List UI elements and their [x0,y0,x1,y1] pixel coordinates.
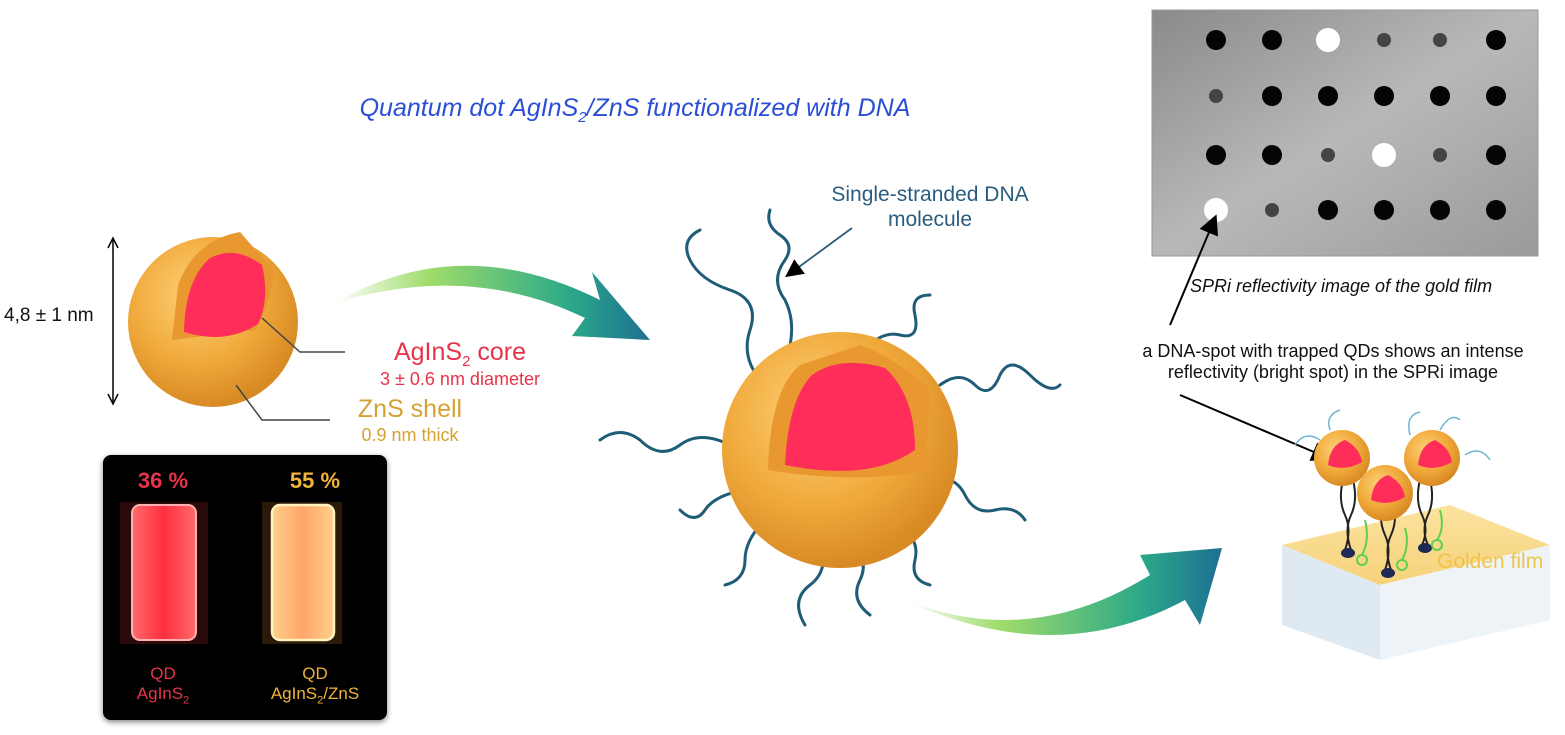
spri-spot [1486,30,1506,50]
dna-label-line2: molecule [887,208,973,231]
spri-spot [1372,143,1396,167]
gold-film-illustration [1282,409,1550,660]
film-label: Golden film [1437,550,1544,573]
spri-spot [1486,86,1506,106]
spri-spot [1318,200,1338,220]
dna-label: Single-stranded DNA molecule [780,182,1080,232]
spri-spot [1206,30,1226,50]
spri-caption: SPRi reflectivity image of the gold film [1190,276,1493,296]
shell-detail: 0.9 nm thick [361,425,459,445]
spri-spot [1204,198,1228,222]
spri-spot [1377,33,1391,47]
page-title: Quantum dot AgInS2/ZnS functionalized wi… [359,94,911,126]
spri-spot [1206,145,1226,165]
functionalized-quantum-dot [722,332,958,568]
process-arrow-1 [335,265,650,340]
core-detail: 3 ± 0.6 nm diameter [380,369,540,389]
cuvette-agins2-zns [262,502,342,644]
spri-spot [1433,33,1447,47]
dna-label-line1: Single-stranded DNA [831,183,1029,206]
process-arrow-2 [905,548,1222,635]
spri-spot [1262,30,1282,50]
cuvette-caption-right-line1: QD [302,664,328,683]
spri-spot [1430,200,1450,220]
dna-label-arrow [785,227,853,278]
cuvette-caption-right-line2: AgInS2/ZnS [270,684,360,707]
spri-pointer-arrow [1169,214,1219,326]
core-leader-line [261,317,345,353]
spri-spot [1209,89,1223,103]
cuvette-caption-left-line1: QD [150,664,176,683]
spri-spot [1433,148,1447,162]
spri-spot [1265,203,1279,217]
spot-caption-line1: a DNA-spot with trapped QDs shows an int… [1142,341,1524,361]
spri-spot [1321,148,1335,162]
spri-image [1151,9,1539,257]
spri-spot [1262,145,1282,165]
shell-label: ZnS shell [357,395,463,423]
yield-right: 55 % [289,468,341,493]
spri-spot [1374,86,1394,106]
cuvette-caption-left-line2: AgInS2 [136,684,190,707]
spri-spot [1316,28,1340,52]
spri-spot [1318,86,1338,106]
shell-leader-line [235,384,330,421]
dna-strands [598,208,1062,627]
cuvette-caption-left: QD AgInS2 [108,664,218,710]
spri-spot [1262,86,1282,106]
spri-spot [1486,145,1506,165]
cuvette-agins2 [120,502,208,644]
spot-caption-line2: reflectivity (bright spot) in the SPRi i… [1167,362,1499,382]
cuvette-caption-right: QD AgInS2/ZnS [245,664,385,710]
small-quantum-dot [128,232,298,407]
yield-left: 36 % [137,468,189,493]
spot-pointer-arrow [1179,394,1332,461]
core-label: AgInS2 core [393,338,527,370]
spri-spot [1374,200,1394,220]
spri-spot [1430,86,1450,106]
spot-caption: a DNA-spot with trapped QDs shows an int… [1098,341,1565,383]
spri-spot [1486,200,1506,220]
dimension-arrow [107,236,119,406]
dimension-label: 4,8 ± 1 nm [4,305,94,326]
